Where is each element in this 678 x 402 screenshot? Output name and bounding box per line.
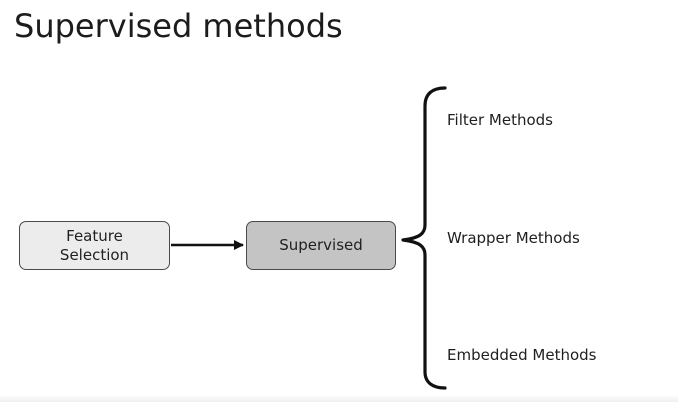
filter-methods-label: Filter Methods [447,111,553,129]
feature-selection-node: Feature Selection [19,221,170,270]
curly-brace [401,86,447,390]
wrapper-methods-label: Wrapper Methods [447,229,580,247]
bottom-edge-shade [0,396,678,402]
feature-selection-line2: Selection [59,245,130,264]
feature-selection-line1: Feature [66,226,123,245]
slide-title: Supervised methods [14,7,343,45]
supervised-label: Supervised [279,236,363,254]
supervised-node: Supervised [246,221,396,270]
embedded-methods-label: Embedded Methods [447,346,597,364]
